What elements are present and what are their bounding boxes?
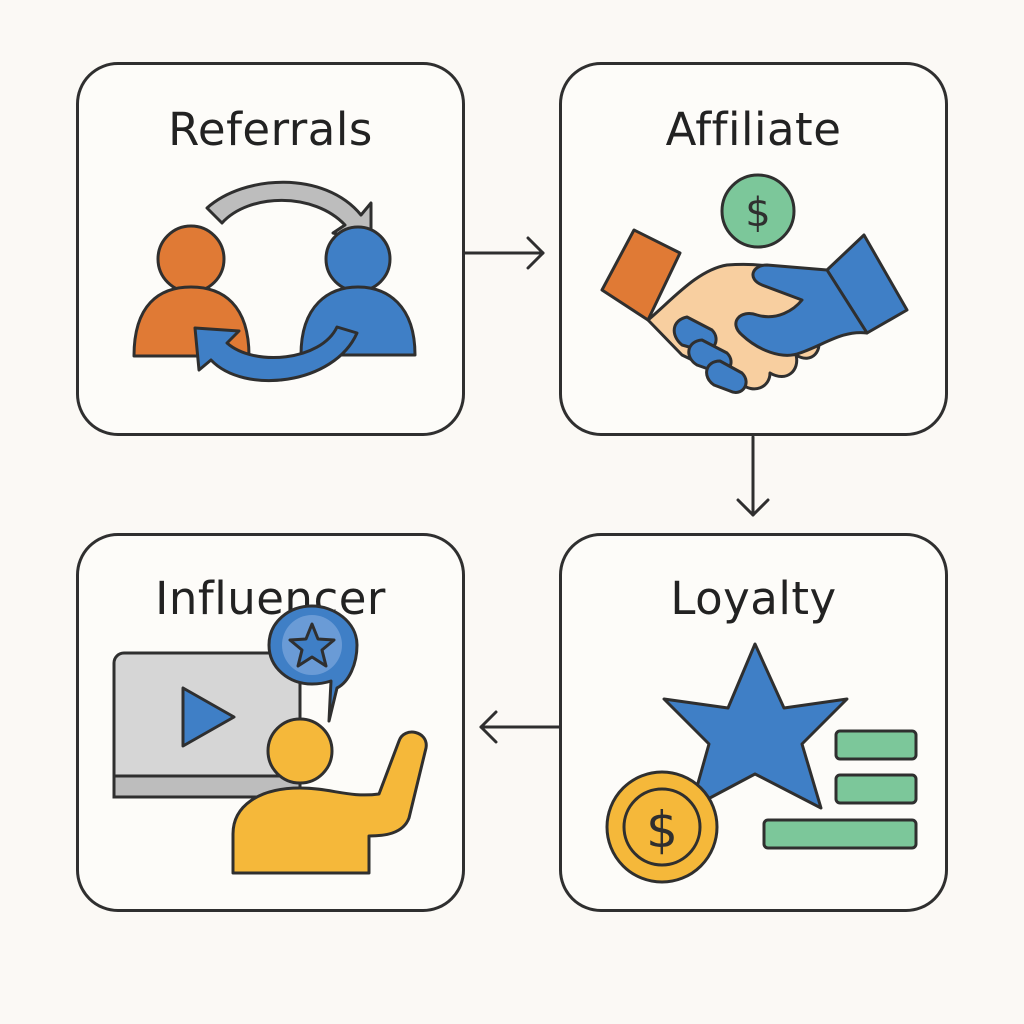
video-screen-icon [112,651,302,799]
card-title-affiliate: Affiliate [665,103,842,156]
svg-text:$: $ [745,190,770,236]
arrow-referrals-to-affiliate [463,236,545,270]
coin-icon: $ [605,770,719,884]
card-title-referrals: Referrals [168,103,373,156]
card-title-influencer: Influencer [155,572,386,625]
arrow-affiliate-to-loyalty [736,435,770,517]
dollar-coin-icon: $ [720,173,796,249]
svg-text:$: $ [646,801,678,859]
card-title-loyalty: Loyalty [670,572,837,625]
people-exchange-icon [132,180,417,382]
star-speech-bubble-icon [267,604,359,723]
video-presenter-icon [112,604,428,875]
star-icon [662,642,849,810]
presenter-person-icon [231,717,428,875]
star-coin-bars-icon: $ [605,642,918,884]
arrow-loyalty-to-influencer [479,710,561,744]
card-influencer: Influencer [76,533,465,912]
card-referrals: Referrals [76,62,465,436]
card-affiliate: Affiliate $ [559,62,948,436]
handshake-dollar-icon: $ [600,173,909,394]
card-loyalty: Loyalty $ [559,533,948,912]
progress-bars-icon [762,729,918,850]
